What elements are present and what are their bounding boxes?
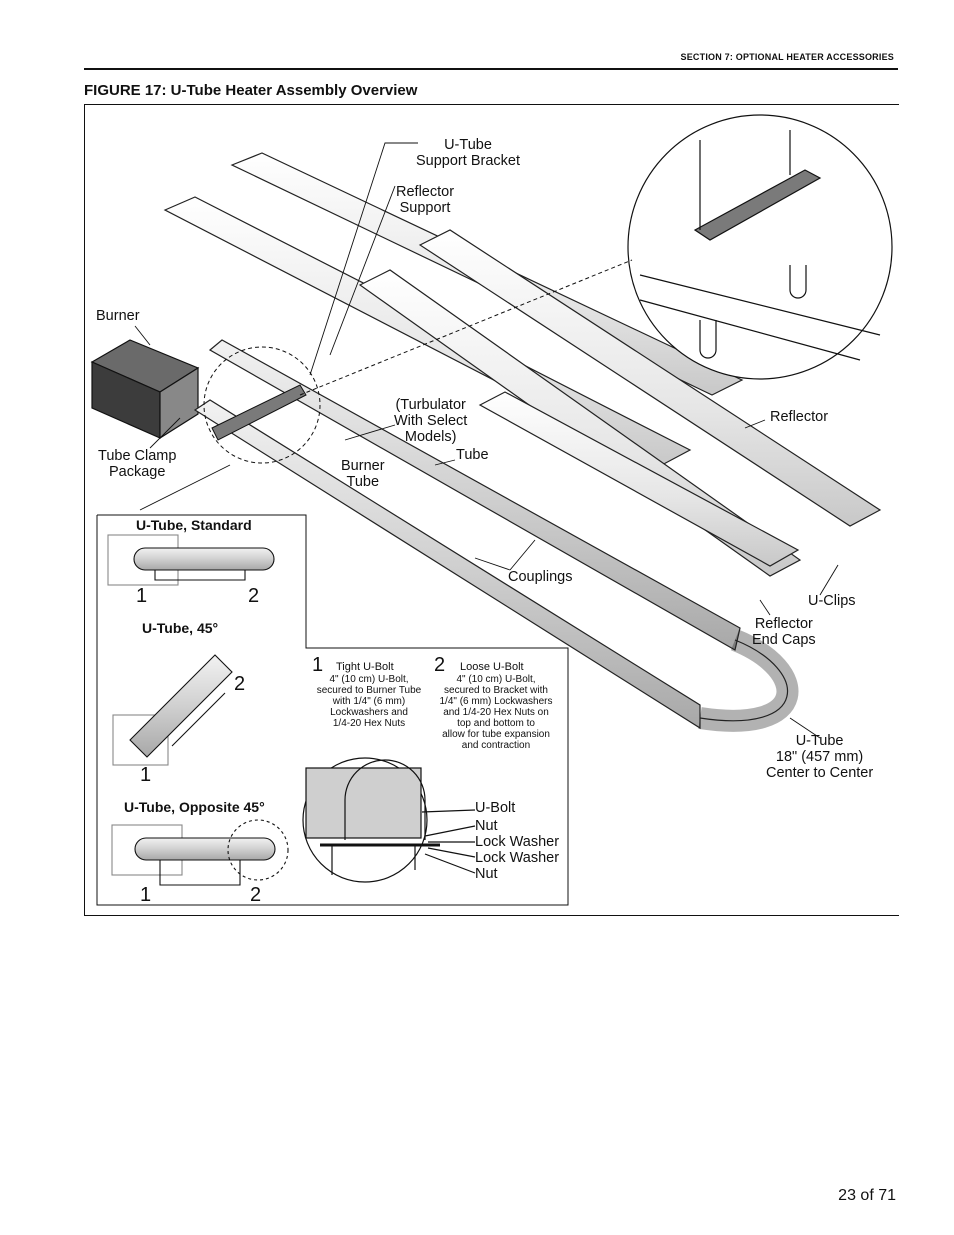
- leader-lines: [134, 142, 839, 739]
- hardware-label-lockwasher-bottom: Lock Washer: [475, 850, 560, 866]
- label-couplings: Couplings: [508, 569, 573, 585]
- u-bend: [698, 629, 799, 732]
- burner-box: [90, 339, 200, 440]
- label-reflector: Reflector: [770, 409, 829, 425]
- header-rule: [84, 68, 898, 70]
- inset-opposite-num-2: 2: [250, 884, 262, 906]
- inset-frame: [96, 514, 569, 906]
- note-tight-body: 4" (10 cm) U-Bolt, secured to Burner Tub…: [316, 674, 422, 729]
- label-utube-dimensions: U-Tube 18" (457 mm) Center to Center: [766, 733, 874, 781]
- note-tight-title: Tight U-Bolt: [336, 661, 394, 673]
- inset-opposite-num-1: 1: [140, 884, 152, 906]
- label-reflector-support: Reflector Support: [396, 184, 455, 216]
- reflector-upper-right: [358, 229, 882, 577]
- label-tube-clamp-package: Tube Clamp Package: [98, 448, 177, 480]
- label-utube-support-bracket: U-Tube Support Bracket: [416, 137, 520, 169]
- inset-title-45: U-Tube, 45°: [142, 620, 219, 636]
- note-loose-body: 4" (10 cm) U-Bolt, secured to Bracket wi…: [439, 674, 553, 751]
- hardware-label-lockwasher-top: Lock Washer: [475, 834, 560, 850]
- inset-standard-num-1: 1: [136, 585, 148, 607]
- label-burner-tube: Burner Tube: [341, 458, 385, 490]
- label-tube: Tube: [456, 447, 489, 463]
- detail-circle-small: [203, 346, 321, 464]
- hardware-label-ubolt: U-Bolt: [475, 800, 516, 816]
- label-burner: Burner: [96, 308, 140, 324]
- inset-45-tube: [112, 654, 233, 766]
- hardware-label-nut-bottom: Nut: [475, 866, 498, 882]
- note-loose-title: Loose U-Bolt: [460, 661, 524, 673]
- inset-standard-tube: [107, 534, 275, 586]
- label-u-clips: U-Clips: [808, 593, 856, 609]
- detail-circle-large: [627, 114, 893, 380]
- inset-45-num-2: 2: [234, 673, 246, 695]
- support-bracket: [211, 384, 307, 441]
- inset-title-standard: U-Tube, Standard: [136, 517, 252, 533]
- inset-standard-num-2: 2: [248, 585, 260, 607]
- note-tight-number: 1: [312, 654, 324, 676]
- section-header: SECTION 7: OPTIONAL HEATER ACCESSORIES: [680, 52, 894, 62]
- inset-title-opposite: U-Tube, Opposite 45°: [124, 799, 265, 815]
- figure-frame: [84, 104, 899, 916]
- burner-tube: [193, 339, 741, 730]
- page-number: 23 of 71: [838, 1187, 896, 1204]
- note-loose-number: 2: [434, 654, 446, 676]
- label-turbulator: (Turbulator With Select Models): [394, 397, 468, 445]
- label-reflector-end-caps: Reflector End Caps: [752, 616, 816, 648]
- hardware-detail: [302, 757, 476, 883]
- hardware-label-nut-top: Nut: [475, 818, 498, 834]
- detail-bracket: [639, 130, 881, 361]
- inset-45-num-1: 1: [140, 764, 152, 786]
- inset-opposite-tube: [111, 819, 289, 886]
- figure-title: FIGURE 17: U-Tube Heater Assembly Overvi…: [84, 82, 418, 99]
